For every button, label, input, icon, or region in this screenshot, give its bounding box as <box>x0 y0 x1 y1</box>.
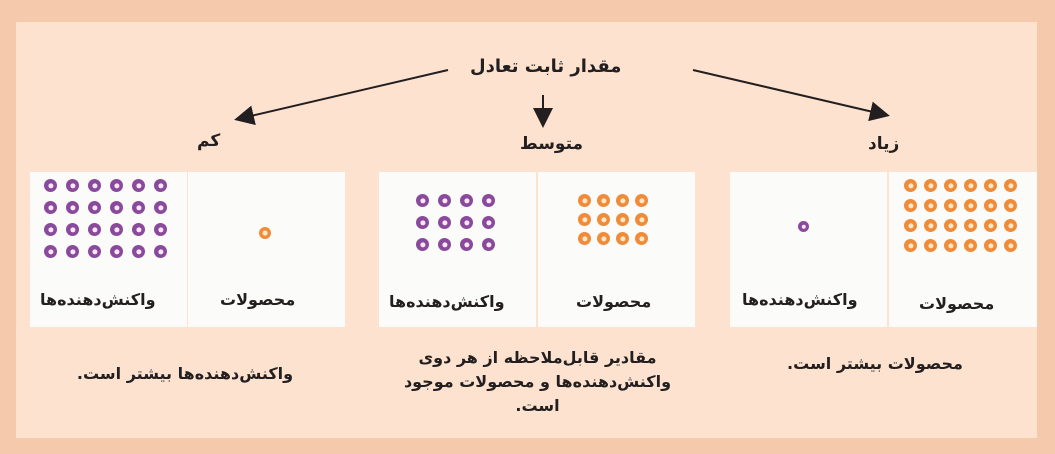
reactant-particle <box>154 245 167 258</box>
product-particle <box>964 179 977 192</box>
product-particle <box>1004 199 1017 212</box>
reactant-particle <box>460 238 473 251</box>
reactant-particle <box>110 223 123 236</box>
product-particle <box>984 219 997 232</box>
reactant-particle <box>438 194 451 207</box>
caption-medium: مقادیر قابل‌ملاحظه از هر دوی واکنش‌دهنده… <box>403 348 672 415</box>
arrow-to-high <box>692 69 890 122</box>
low-reactants-label: واکنش‌دهنده‌ها <box>40 290 156 309</box>
reactant-particle <box>88 223 101 236</box>
reactant-particle <box>482 194 495 207</box>
reactant-particle <box>132 223 145 236</box>
product-particle <box>984 199 997 212</box>
reactant-particle <box>154 223 167 236</box>
reactant-particle <box>110 201 123 214</box>
product-particle <box>964 239 977 252</box>
reactant-particle <box>438 238 451 251</box>
product-particle <box>904 239 917 252</box>
product-particle <box>904 219 917 232</box>
reactant-particle <box>88 201 101 214</box>
category-low: کم <box>197 131 221 151</box>
reactant-particle <box>416 238 429 251</box>
category-medium: متوسط <box>520 134 584 154</box>
product-particle <box>944 199 957 212</box>
arrow-to-low <box>234 69 449 126</box>
high-products-label: محصولات <box>919 294 995 313</box>
medium-products-box: محصولات <box>538 172 695 327</box>
medium-products-label: محصولات <box>576 292 652 311</box>
product-particle <box>984 179 997 192</box>
product-particle <box>924 199 937 212</box>
reactant-particle <box>154 179 167 192</box>
reactant-particle <box>482 238 495 251</box>
product-particle <box>924 239 937 252</box>
reactant-particle <box>154 201 167 214</box>
reactant-particle <box>88 179 101 192</box>
product-particle <box>904 179 917 192</box>
medium-reactants-label: واکنش‌دهنده‌ها <box>389 292 505 311</box>
reactant-particle <box>132 179 145 192</box>
product-particle <box>635 213 648 226</box>
product-particle <box>578 232 591 245</box>
reactant-particle <box>132 245 145 258</box>
reactant-particle <box>44 179 57 192</box>
reactant-particle <box>460 216 473 229</box>
reactant-particle <box>416 194 429 207</box>
product-particle <box>616 232 629 245</box>
reactant-particle <box>460 194 473 207</box>
product-particle <box>924 179 937 192</box>
reactant-particle <box>482 216 495 229</box>
product-particle <box>578 213 591 226</box>
reactant-particle <box>44 223 57 236</box>
product-particle <box>1004 219 1017 232</box>
product-particle <box>944 239 957 252</box>
product-particle <box>924 219 937 232</box>
product-particle <box>1004 239 1017 252</box>
product-particle <box>904 199 917 212</box>
reactant-particle <box>416 216 429 229</box>
medium-reactants-box: واکنش‌دهنده‌ها <box>379 172 536 327</box>
product-particle <box>578 194 591 207</box>
reactant-particle <box>66 179 79 192</box>
reactant-particle <box>798 221 809 232</box>
product-particle <box>597 213 610 226</box>
high-reactants-box: واکنش‌دهنده‌ها <box>730 172 887 327</box>
product-particle <box>616 194 629 207</box>
high-products-box: محصولات <box>889 172 1037 327</box>
product-particle <box>944 219 957 232</box>
low-reactants-box: واکنش‌دهنده‌ها <box>30 172 187 327</box>
reactant-particle <box>110 179 123 192</box>
product-particle <box>259 227 271 239</box>
product-particle <box>984 239 997 252</box>
product-particle <box>1004 179 1017 192</box>
caption-low: واکنش‌دهنده‌ها بیشتر است. <box>76 364 294 383</box>
reactant-particle <box>438 216 451 229</box>
product-particle <box>597 194 610 207</box>
reactant-particle <box>132 201 145 214</box>
low-products-label: محصولات <box>220 290 296 309</box>
reactant-particle <box>66 201 79 214</box>
reactant-particle <box>110 245 123 258</box>
product-particle <box>964 219 977 232</box>
product-particle <box>944 179 957 192</box>
diagram-title: مقدار ثابت تعادل <box>470 56 622 77</box>
reactant-particle <box>88 245 101 258</box>
product-particle <box>635 194 648 207</box>
category-high: زیاد <box>868 134 900 154</box>
low-products-box: محصولات <box>188 172 345 327</box>
high-reactants-label: واکنش‌دهنده‌ها <box>742 290 858 309</box>
product-particle <box>597 232 610 245</box>
reactant-particle <box>66 245 79 258</box>
product-particle <box>635 232 648 245</box>
reactant-particle <box>44 245 57 258</box>
reactant-particle <box>66 223 79 236</box>
product-particle <box>964 199 977 212</box>
product-particle <box>616 213 629 226</box>
reactant-particle <box>44 201 57 214</box>
caption-high: محصولات بیشتر است. <box>787 354 963 373</box>
